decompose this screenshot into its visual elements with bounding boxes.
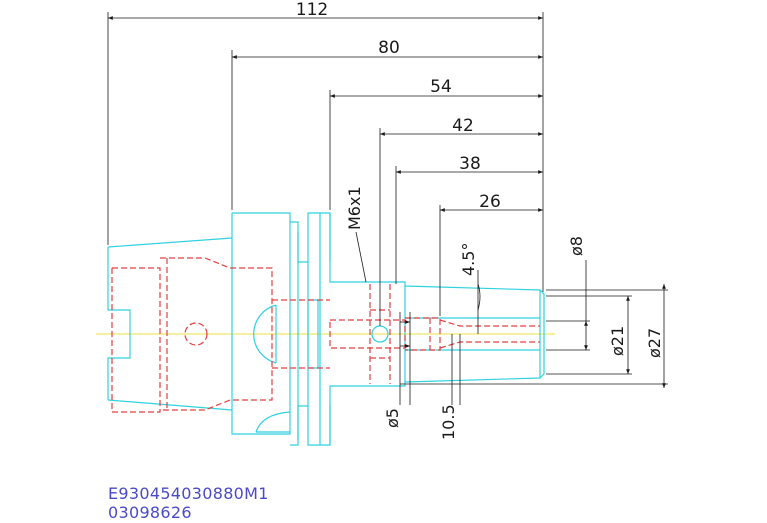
hidden-lines bbox=[111, 257, 540, 413]
dim-26: 26 bbox=[479, 192, 501, 212]
dim-angle: 4.5° bbox=[459, 243, 478, 276]
dim-thread: M6x1 bbox=[345, 186, 364, 230]
dim-54: 54 bbox=[430, 77, 452, 97]
dim-80: 80 bbox=[378, 38, 400, 58]
extension-lines bbox=[107, 12, 668, 385]
part-number: E930454030880M1 bbox=[108, 484, 269, 503]
dim-dia27: ø27 bbox=[645, 328, 664, 358]
dim-10-5: 10.5 bbox=[439, 404, 458, 440]
dimension-lines bbox=[108, 16, 666, 388]
dim-dia5: ø5 bbox=[383, 408, 402, 428]
thread-leader bbox=[355, 231, 367, 283]
small-dim-leaders bbox=[399, 312, 461, 405]
angle-leader bbox=[477, 270, 481, 334]
dim-42: 42 bbox=[452, 116, 474, 136]
dim-dia8: ø8 bbox=[567, 236, 586, 256]
serial-number: 03098626 bbox=[108, 503, 192, 522]
dim-112: 112 bbox=[296, 0, 328, 20]
dim-38: 38 bbox=[459, 154, 481, 174]
dim-dia21: ø21 bbox=[608, 326, 627, 356]
part-outline bbox=[107, 212, 545, 446]
